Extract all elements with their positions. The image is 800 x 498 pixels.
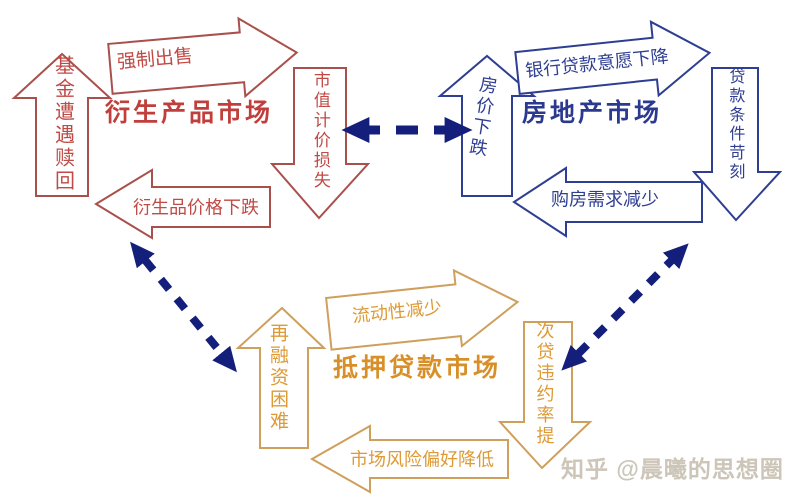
derivatives-mortgage-connector xyxy=(130,241,237,373)
watermark: 知乎 @晨曦的思想圈 xyxy=(561,456,784,482)
right-arrow-shape xyxy=(514,20,712,98)
down-arrow-shape xyxy=(691,67,783,222)
left-arrow-shape xyxy=(94,168,271,240)
mortgage-realestate-connector xyxy=(561,243,689,371)
market-connectors xyxy=(130,116,689,373)
derivatives-cycle xyxy=(11,16,371,240)
left-arrow-shape xyxy=(309,424,509,494)
right-arrow-shape xyxy=(107,16,299,99)
mortgage-cycle xyxy=(235,268,593,494)
up-arrow-shape xyxy=(11,52,113,197)
left-arrow-shape xyxy=(512,166,703,238)
up-arrow-shape xyxy=(235,306,327,449)
right-arrow-shape xyxy=(325,268,520,351)
real-estate-cycle xyxy=(437,20,783,238)
down-arrow-shape xyxy=(269,67,371,220)
up-arrow-shape xyxy=(437,54,537,197)
down-arrow-shape xyxy=(497,321,593,470)
